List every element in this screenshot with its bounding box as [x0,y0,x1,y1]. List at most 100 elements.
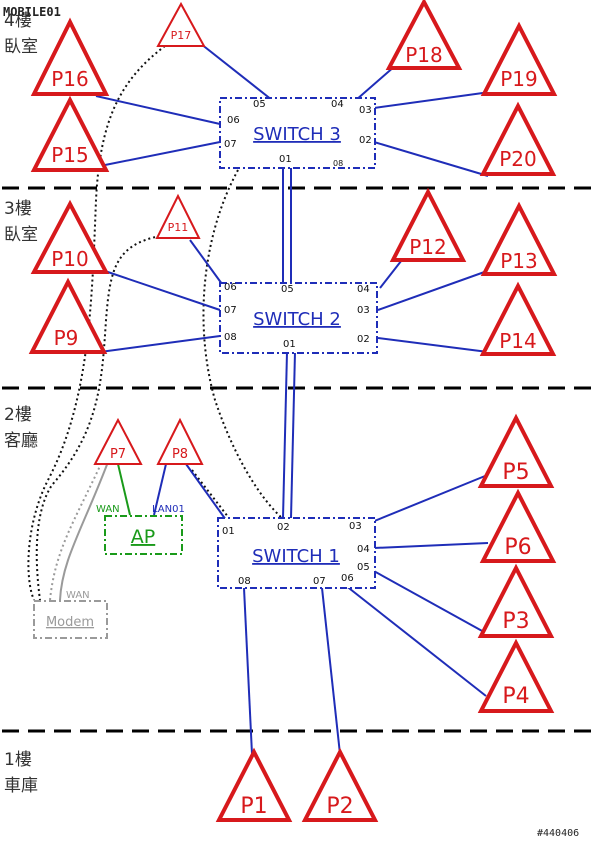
switch-1[interactable]: SWITCH 1 [217,517,376,589]
device-p13-label: P13 [500,249,538,273]
cable-sw3-sw1 [202,169,283,519]
triangle-icon [156,417,204,465]
cable-p11-modem [35,235,161,601]
switch-2-box [219,282,378,354]
triangle-icon [479,101,557,176]
dotted-cables [27,45,283,601]
triangle-icon [479,281,557,356]
cable-p8-sw1 [191,469,233,523]
devices: P17 P16 P15 P18 P19 P20 P11 P10 [28,0,558,822]
port-sw2-01: 01 [283,339,296,350]
switch-3[interactable]: SWITCH 3 [219,97,376,169]
port-sw1-06: 06 [341,573,354,584]
port-sw3-05: 05 [253,99,266,110]
device-p11[interactable]: P11 [155,193,201,239]
device-p3[interactable]: P3 [477,563,555,638]
link-p11-sw2 [189,239,223,285]
device-p8[interactable]: P8 [156,417,204,465]
device-p9[interactable]: P9 [28,277,108,354]
device-p18[interactable]: P18 [385,0,463,70]
link-p14-sw2 [377,337,489,353]
floor-4f-level: 4樓 [4,11,32,31]
cable-p8-ap-lan [153,463,167,516]
port-sw2-06: 06 [224,282,237,293]
port-sw1-01: 01 [222,526,235,537]
port-sw2-08: 08 [224,332,237,343]
device-p3-label: P3 [502,609,529,634]
triangle-icon [389,187,467,262]
modem[interactable]: Modem WAN [33,590,108,639]
device-p19[interactable]: P19 [480,21,558,96]
device-p10[interactable]: P10 [30,199,110,274]
link-p18-sw3 [355,65,396,101]
device-p11-label: P11 [168,221,189,234]
device-p14-label: P14 [499,329,537,353]
triangle-icon [477,638,555,713]
switch-1-box [217,517,376,589]
device-p17-label: P17 [171,29,192,42]
link-p3-sw1 [371,569,485,633]
device-p5[interactable]: P5 [477,413,555,488]
switch-1-title: SWITCH 1 [252,546,340,567]
device-p16[interactable]: P16 [30,17,110,96]
device-p4[interactable]: P4 [477,638,555,713]
floor-2f-room: 客廳 [4,431,38,451]
modem-box [33,600,108,639]
modem-wan-cables [49,461,109,601]
device-p2-label: P2 [326,794,353,819]
ap-lan-label: LAN01 [152,504,185,515]
cable-p7-ap-wan [117,463,131,516]
link-p8-sw1 [185,463,227,521]
device-p5-label: P5 [502,460,529,485]
device-p13[interactable]: P13 [480,201,558,276]
switch-2[interactable]: SWITCH 2 [219,282,378,354]
device-p2[interactable]: P2 [301,747,379,822]
port-sw2-03: 03 [357,305,370,316]
modem-title: Modem [46,615,94,630]
port-sw3-03: 03 [359,105,372,116]
device-p20[interactable]: P20 [479,101,557,176]
ap-title: AP [131,526,155,548]
device-p19-label: P19 [500,67,538,91]
device-p6-label: P6 [504,535,531,560]
port-sw3-02: 02 [359,135,372,146]
device-p1[interactable]: P1 [215,747,293,822]
device-p4-label: P4 [502,684,529,709]
link-p20-sw3 [373,141,489,177]
device-p12-label: P12 [409,235,447,259]
device-p12[interactable]: P12 [389,187,467,262]
port-sw1-07: 07 [313,576,326,587]
link-p5-sw1 [371,475,486,523]
link-p2-sw1 [321,587,341,755]
triangle-icon [215,747,293,822]
device-p9-label: P9 [54,326,79,350]
device-p7[interactable]: P7 [93,417,143,465]
device-p17[interactable]: P17 [156,1,206,47]
floor-3f-room: 臥室 [4,225,38,245]
device-p16-label: P16 [51,67,89,91]
device-p15-label: P15 [51,143,89,167]
link-p13-sw2 [377,269,491,311]
triangle-icon [480,21,558,96]
port-sw1-02: 02 [277,522,290,533]
triangle-icon [477,563,555,638]
triangle-icon [480,201,558,276]
switch-3-box [219,97,376,169]
device-p6[interactable]: P6 [479,488,557,563]
modem-wan-label: WAN [66,590,90,601]
link-p4-sw1 [344,584,487,697]
port-sw2-05: 05 [281,284,294,295]
port-sw3-01: 01 [279,154,292,165]
link-p16-sw3 [95,95,221,125]
device-p14[interactable]: P14 [479,281,557,356]
link-p9-sw2 [99,335,221,353]
access-point[interactable]: AP WAN LAN01 [96,504,185,555]
device-p15[interactable]: P15 [30,95,110,172]
triangle-icon [477,413,555,488]
device-p7-label: P7 [110,447,126,462]
port-sw3-08: 08 [333,159,343,168]
device-p20-label: P20 [499,147,537,171]
triangle-icon [28,277,108,354]
link-p6-sw1 [373,542,489,549]
port-labels: 05 04 06 03 07 02 01 08 06 05 04 07 03 0… [222,99,372,587]
